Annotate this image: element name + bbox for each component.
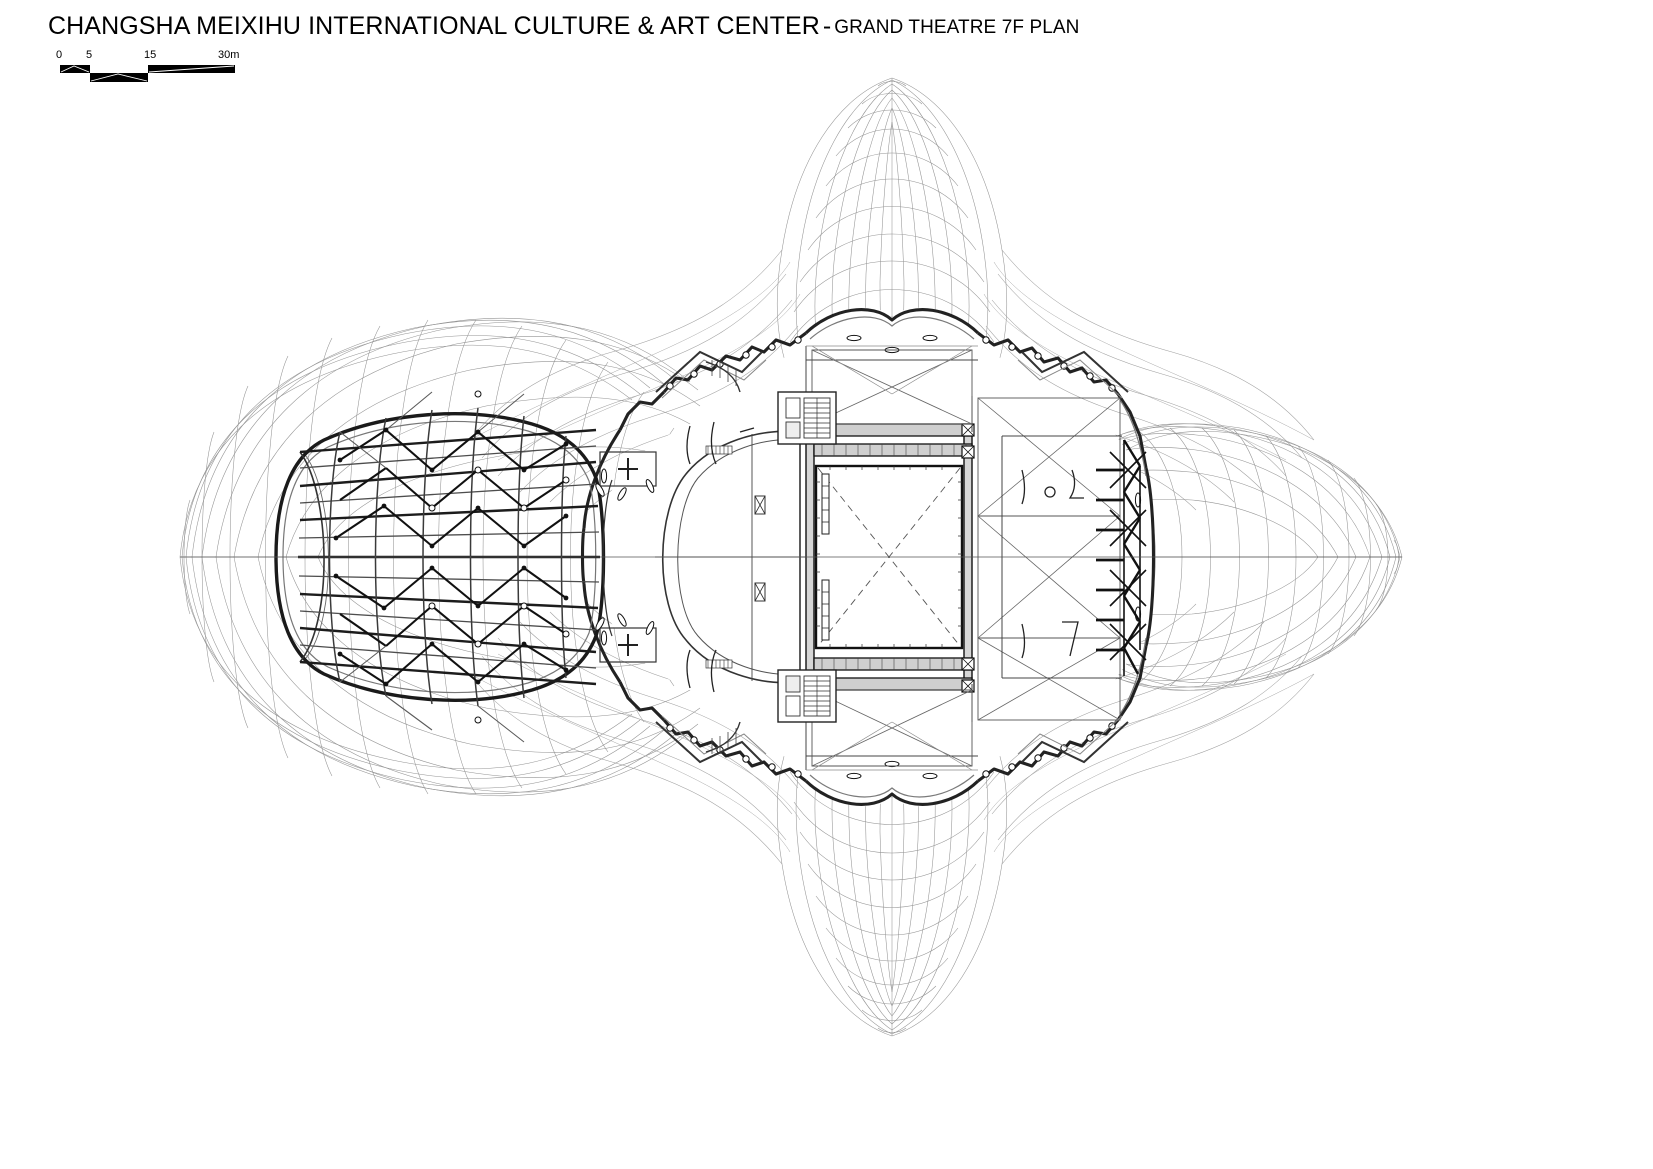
- sheet-title: CHANGSHA MEIXIHU INTERNATIONAL CULTURE &…: [48, 12, 1080, 41]
- scale-tick-30: 30m: [218, 49, 240, 61]
- setting-out-lines: [806, 345, 978, 771]
- bay-south: [811, 689, 973, 767]
- lobby-column-cross: [618, 458, 638, 656]
- lobby-edge-details: [593, 451, 657, 663]
- auditorium-equipment: [705, 445, 733, 669]
- stage-left-equipment: [686, 421, 755, 693]
- drawing-name: GRAND THEATRE 7F PLAN: [834, 17, 1080, 38]
- fly-gallery-south: [813, 657, 973, 691]
- canopy-north-east: [1017, 350, 1129, 399]
- entry-canopies: [655, 350, 1129, 764]
- title-separator: -: [822, 12, 832, 40]
- canopy-north-west: [655, 350, 767, 399]
- east-wall-truss: [1096, 439, 1147, 676]
- scale-bar-graphic: [60, 65, 235, 82]
- stair-core-north: [777, 391, 837, 445]
- scale-tick-5: 5: [86, 49, 93, 61]
- auditorium: [274, 390, 808, 743]
- canopy-south-east: [1017, 715, 1129, 764]
- scale-bar-labels: 0 5 15 30m: [56, 49, 260, 64]
- truss-nodes-open: [428, 390, 570, 724]
- project-name: CHANGSHA MEIXIHU INTERNATIONAL CULTURE &…: [48, 12, 820, 40]
- stage-catwalks: [821, 473, 830, 641]
- scale-tick-15: 15: [144, 49, 157, 61]
- rear-stage-equipment: [1021, 469, 1084, 659]
- space-frame-roof-truss: [274, 390, 606, 743]
- scale-tick-0: 0: [56, 49, 63, 61]
- canopy-south-west: [655, 715, 767, 764]
- truss-nodes: [333, 427, 569, 687]
- scale-bar: 0 5 15 30m: [56, 49, 260, 82]
- stair-core-south: [777, 669, 837, 723]
- auditorium-door-symbols: [754, 495, 766, 602]
